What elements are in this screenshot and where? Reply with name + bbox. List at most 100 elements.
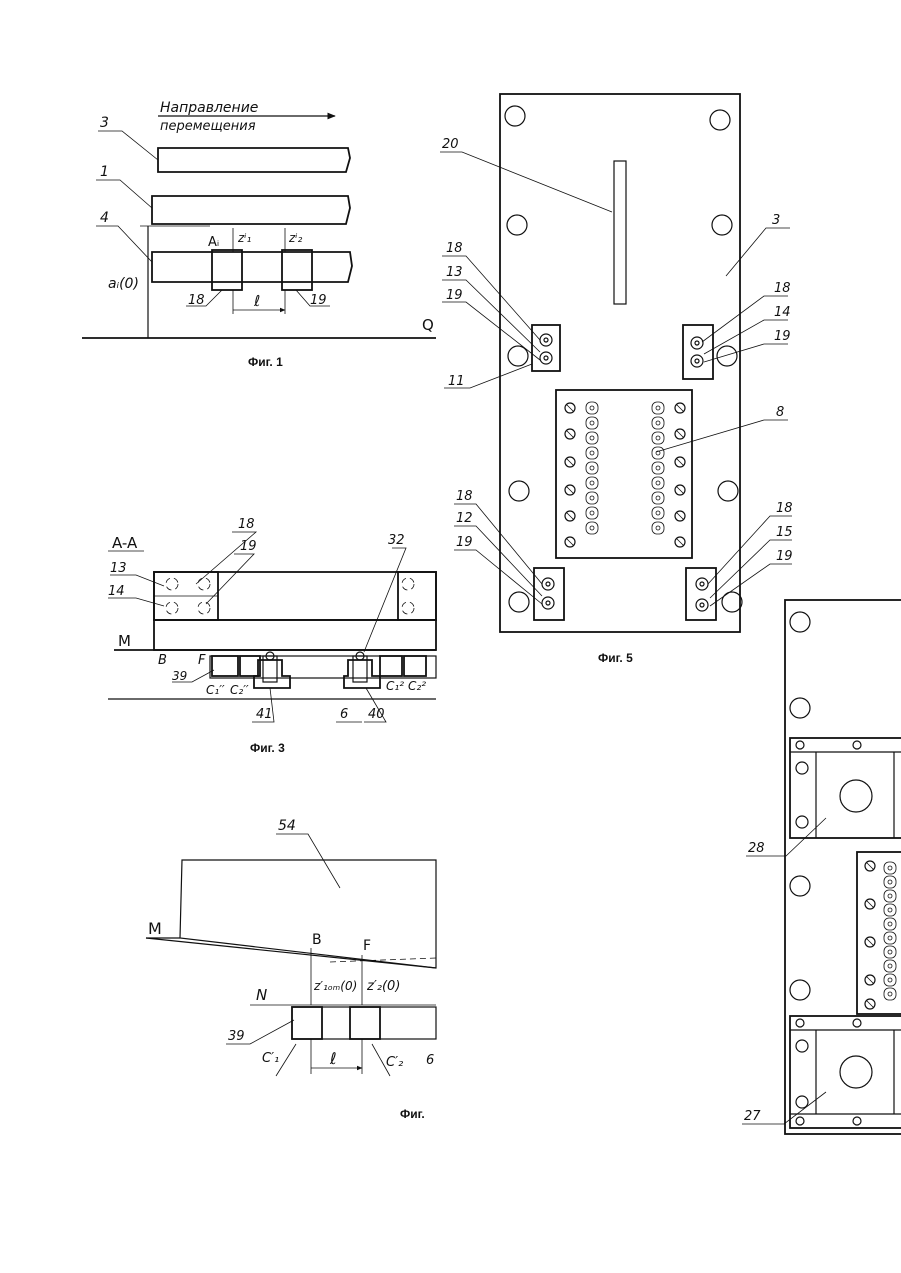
label-ell: ℓ bbox=[329, 1049, 337, 1068]
lower-body bbox=[154, 620, 436, 650]
label-12: 12 bbox=[456, 511, 473, 526]
sensor-cell bbox=[884, 960, 896, 972]
bar-20 bbox=[614, 161, 626, 304]
label-18-lower-left: 18 bbox=[456, 489, 473, 504]
part-3-bar bbox=[158, 148, 350, 172]
label-z1: z′₁ₒₘ(0) bbox=[313, 979, 357, 993]
sensor-cell bbox=[586, 417, 598, 429]
caption-fig-5: Фиг. 5 bbox=[598, 651, 633, 665]
sensor-c1 bbox=[292, 1007, 322, 1039]
label-4: 4 bbox=[100, 210, 109, 226]
sensor-cell bbox=[652, 522, 664, 534]
section-label-aa: A-A bbox=[112, 534, 138, 552]
label-19-upper-right: 19 bbox=[774, 329, 791, 344]
label-b: B bbox=[158, 653, 167, 668]
label-3: 3 bbox=[772, 213, 780, 228]
block-27 bbox=[790, 1016, 901, 1128]
caption-fig-4: Фиг. bbox=[400, 1107, 425, 1121]
label-19: 19 bbox=[240, 539, 257, 554]
sensor-cell bbox=[586, 432, 598, 444]
label-20: 20 bbox=[442, 137, 459, 152]
sensor-block-12 bbox=[534, 568, 564, 620]
sensor-block-14 bbox=[683, 325, 713, 379]
label-54: 54 bbox=[278, 818, 296, 834]
label-28: 28 bbox=[748, 841, 765, 856]
label-18-upper-right: 18 bbox=[774, 281, 791, 296]
sensor-array-8 bbox=[556, 390, 692, 558]
label-13: 13 bbox=[446, 265, 463, 280]
sensor-cell bbox=[884, 918, 896, 930]
label-6: 6 bbox=[426, 1053, 434, 1068]
figure-4: 54 M B F z′₁ₒₘ(0) z′₂(0) N 39 C′₁ ℓ C′₂ … bbox=[146, 818, 436, 1121]
figure-5: 20 3 18 13 19 11 18 14 19 8 18 12 19 18 … bbox=[440, 94, 793, 665]
sensor-cell bbox=[652, 477, 664, 489]
sensor-array-elements bbox=[565, 402, 685, 547]
label-c2: C₂′′ bbox=[230, 683, 249, 697]
sensor-18 bbox=[212, 250, 242, 290]
label-32: 32 bbox=[388, 533, 405, 548]
label-z1: zⁱ₁ bbox=[237, 231, 251, 245]
sensor-block-15 bbox=[686, 568, 716, 620]
sensor-cell bbox=[884, 862, 896, 874]
label-19-lower-left: 19 bbox=[456, 535, 473, 550]
label-19-upper-left: 19 bbox=[446, 288, 463, 303]
direction-label-line1: Направление bbox=[160, 100, 258, 116]
sensor-19 bbox=[282, 250, 312, 290]
label-41: 41 bbox=[256, 707, 273, 722]
plate-3 bbox=[500, 94, 740, 632]
sensor-cell bbox=[586, 492, 598, 504]
part-4-bar bbox=[152, 252, 352, 282]
sensor-cell bbox=[652, 432, 664, 444]
sensor-cell bbox=[884, 876, 896, 888]
sensor-cell bbox=[652, 492, 664, 504]
label-c2: C′₂ bbox=[386, 1055, 403, 1070]
sensor-cell bbox=[586, 447, 598, 459]
label-ai: Aᵢ bbox=[208, 235, 219, 250]
label-3: 3 bbox=[100, 115, 109, 131]
label-18: 18 bbox=[238, 517, 255, 532]
sensor-cell bbox=[652, 402, 664, 414]
block-28 bbox=[790, 738, 901, 838]
sensor-cell bbox=[586, 507, 598, 519]
label-1: 1 bbox=[100, 164, 109, 180]
label-f: F bbox=[198, 653, 206, 668]
sensor-cell bbox=[652, 417, 664, 429]
sensor-cell bbox=[586, 462, 598, 474]
label-q: Q bbox=[422, 316, 434, 334]
sensor-cell bbox=[884, 904, 896, 916]
label-18-upper-left: 18 bbox=[446, 241, 463, 256]
label-13: 13 bbox=[110, 561, 127, 576]
sensor-cell bbox=[884, 946, 896, 958]
label-19-lower-right: 19 bbox=[776, 549, 793, 564]
label-f: F bbox=[363, 938, 371, 954]
label-c1-2: C₁² bbox=[386, 679, 404, 693]
sensor-cell bbox=[586, 522, 598, 534]
direction-label-line2: перемещения bbox=[160, 119, 256, 134]
figure-1: Направление перемещения 3 1 4 Aᵢ zⁱ₁ bbox=[82, 100, 436, 369]
sensor-block-6 bbox=[292, 1007, 436, 1039]
label-19: 19 bbox=[310, 293, 327, 308]
label-n: N bbox=[256, 986, 267, 1004]
label-ell: ℓ bbox=[253, 292, 260, 310]
fastener-40 bbox=[344, 660, 380, 688]
label-39: 39 bbox=[228, 1029, 245, 1044]
label-z2: zⁱ₂ bbox=[288, 231, 302, 245]
label-14: 14 bbox=[774, 305, 791, 320]
sensor-array-elements bbox=[865, 861, 896, 1009]
label-39: 39 bbox=[172, 669, 187, 683]
part-1-bar bbox=[152, 196, 350, 224]
sensor-cell bbox=[586, 477, 598, 489]
label-c2-2: C₂² bbox=[408, 679, 426, 693]
sensor-cell bbox=[884, 932, 896, 944]
sensor-cell bbox=[652, 507, 664, 519]
sensor-cell bbox=[652, 447, 664, 459]
figure-3: A-A bbox=[108, 517, 436, 755]
caption-fig-1: Фиг. 1 bbox=[248, 355, 283, 369]
label-c1: C₁′′ bbox=[206, 683, 225, 697]
label-m: M bbox=[148, 919, 162, 938]
label-b: B bbox=[312, 932, 322, 948]
label-8: 8 bbox=[776, 405, 784, 420]
sensor-cell bbox=[884, 974, 896, 986]
label-c1: C′₁ bbox=[262, 1051, 279, 1066]
